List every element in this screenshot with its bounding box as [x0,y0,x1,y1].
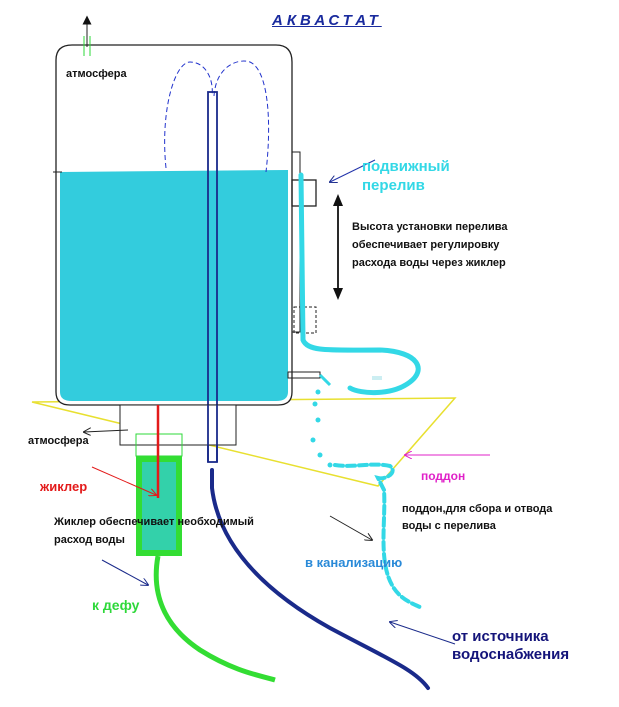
jet-label: жиклер [40,479,88,494]
tray-note: поддон,для сбора и отвода воды с перелив… [402,501,552,535]
atmosphere-bottom-arrow [84,430,129,432]
to-sewer-label: в канализацию [305,555,403,570]
jet-note-line: Жиклер обеспечивает необходимый [54,516,254,528]
source-line: водоснабжения [452,646,570,663]
tray-drain [333,462,424,610]
air-arc-left [164,61,213,169]
overflow-pipe [298,172,421,396]
water-fill [60,170,288,401]
atmosphere-top-label: атмосфера [66,68,127,80]
to-defu-label: к дефу [92,597,140,613]
atmosphere-bottom-label: атмосфера [28,435,89,447]
overflow-height-note: Высота установки перелива обеспечивает р… [352,218,507,272]
overflow-label-arrow [330,159,376,182]
supply-pipe [210,468,430,690]
jet-label-arrow [91,466,156,495]
sewer-label-arrow [329,515,372,540]
sump-box [119,404,237,446]
drain-to-defu [153,555,276,683]
overflow-drops [310,389,333,468]
movable-overflow-label: подвижный перелив [362,158,450,196]
height-note-line: обеспечивает регулировку [352,239,500,252]
source-label-arrow [390,622,456,645]
tray-note-line: поддон,для сбора и отвода [402,503,553,515]
movable-overflow-line: перелив [362,176,425,194]
height-note-line: расхода воды через жиклер [352,257,506,270]
diagram-title: АКВАСТАТ [272,12,382,29]
movable-overflow-line: подвижный [362,158,450,175]
defu-label-arrow [101,559,148,585]
tray-note-line: воды с перелива [402,520,496,533]
supply-tube [207,91,218,463]
source-line: от источника [452,628,549,645]
from-source-label: от источника водоснабжения [452,628,569,664]
jet-note-line: расход воды [54,533,125,546]
air-arc-right [213,60,270,173]
tray-label: поддон [421,469,466,483]
overflow-clamp [291,179,317,207]
jet-note: Жиклер обеспечивает необходимый расход в… [54,514,254,549]
height-note-line: Высота установки перелива [352,221,508,233]
